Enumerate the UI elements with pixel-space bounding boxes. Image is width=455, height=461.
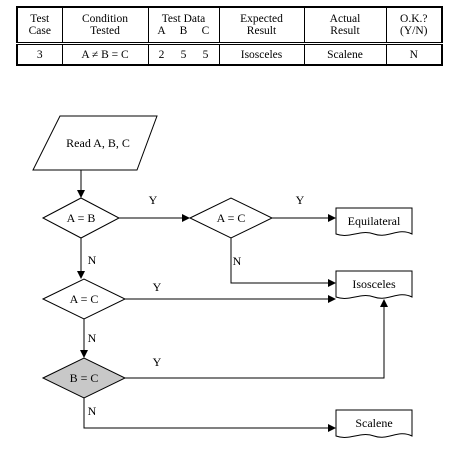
arrow-d2-no xyxy=(230,238,336,287)
header-expected-line1: Expected xyxy=(240,13,283,25)
table-header-row: Test Case Condition Tested Test Data A B… xyxy=(16,6,443,44)
output-scalene-label: Scalene xyxy=(355,416,392,430)
test-case-table-container: Test Case Condition Tested Test Data A B… xyxy=(16,6,443,66)
test-case-table: Test Case Condition Tested Test Data A B… xyxy=(16,6,443,66)
decision-b-eq-c-label: B = C xyxy=(70,371,99,385)
input-label: Read A, B, C xyxy=(66,136,130,150)
header-ok-line1: O.K.? xyxy=(400,13,428,25)
header-test-data-title: Test Data xyxy=(161,13,206,25)
label-d4-no: N xyxy=(88,404,97,418)
header-col-b: B xyxy=(179,25,188,37)
cell-test-data: 2 5 5 xyxy=(147,42,220,66)
header-actual-line1: Actual xyxy=(329,13,361,25)
header-test-case-line2: Case xyxy=(28,25,51,37)
header-ok: O.K.? (Y/N) xyxy=(385,6,443,44)
table-row: 3 A ≠ B = C 2 5 5 Isosceles Scalene N xyxy=(16,42,443,66)
header-test-data-cols: A B C xyxy=(151,25,217,37)
output-equilateral xyxy=(335,207,413,236)
header-actual-line2: Result xyxy=(330,25,360,37)
label-d1-yes: Y xyxy=(149,193,158,207)
arrow-d4-no xyxy=(83,398,336,432)
decision-a-eq-c-label: A = C xyxy=(70,292,99,306)
cell-test-case: 3 xyxy=(16,42,63,66)
output-equilateral-label: Equilateral xyxy=(348,214,401,228)
header-expected-line2: Result xyxy=(246,25,277,37)
header-ok-line2: (Y/N) xyxy=(400,25,428,37)
label-d4-yes: Y xyxy=(153,355,162,369)
connectors xyxy=(77,170,388,432)
header-actual: Actual Result xyxy=(303,6,387,44)
header-condition-line2: Tested xyxy=(90,25,120,37)
cell-value-c: 5 xyxy=(202,48,209,61)
header-col-c: C xyxy=(201,25,210,37)
header-condition: Condition Tested xyxy=(61,6,149,44)
label-d1-no: N xyxy=(88,253,97,267)
label-d3-yes: Y xyxy=(153,280,162,294)
output-isosceles xyxy=(335,270,413,299)
output-isosceles-label: Isosceles xyxy=(352,277,396,291)
cell-test-data-values: 2 5 5 xyxy=(151,49,217,61)
label-d2-yes: Y xyxy=(296,193,305,207)
input-parallelogram xyxy=(32,115,158,171)
header-col-a: A xyxy=(157,25,166,37)
cell-expected: Isosceles xyxy=(218,42,305,66)
header-condition-line1: Condition xyxy=(81,13,128,25)
decision-a-eq-c-top-label: A = C xyxy=(217,211,246,225)
cell-ok: N xyxy=(385,42,443,66)
output-scalene xyxy=(335,409,413,438)
label-d3-no: N xyxy=(88,331,97,345)
decision-a-eq-b-label: A = B xyxy=(67,211,96,225)
cell-value-a: 2 xyxy=(158,48,165,61)
header-test-case-line1: Test xyxy=(30,13,50,25)
label-d2-no: N xyxy=(233,254,242,268)
cell-value-b: 5 xyxy=(180,48,187,61)
arrow-d4-yes xyxy=(125,299,388,379)
